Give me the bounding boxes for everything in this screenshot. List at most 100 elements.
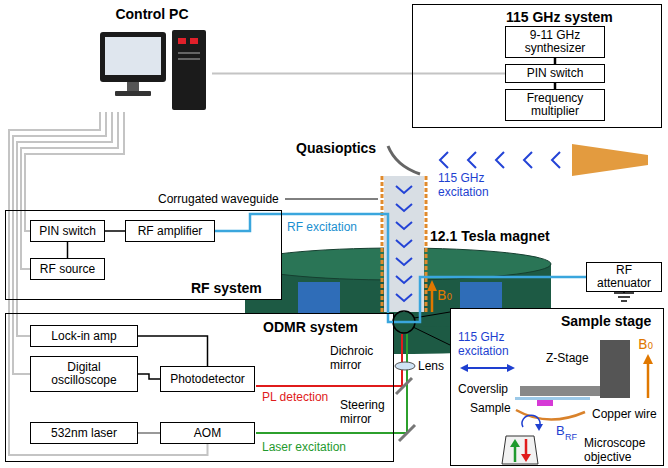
box-label: PIN switch bbox=[527, 67, 584, 80]
computer-icon bbox=[178, 38, 186, 44]
sample-stage-drawing bbox=[460, 364, 468, 372]
fiber-link bbox=[138, 432, 160, 434]
ground-symbol bbox=[614, 292, 634, 294]
control-wire bbox=[9, 112, 208, 455]
computer-icon bbox=[172, 30, 206, 110]
part-label: Coverslip bbox=[458, 382, 508, 396]
computer-icon bbox=[178, 52, 200, 54]
field-subscript: RF bbox=[565, 432, 577, 442]
sample-stage-drawing bbox=[466, 367, 509, 369]
corrugated-waveguide bbox=[384, 176, 424, 312]
corrugated-waveguide bbox=[396, 204, 412, 211]
box-label: RF source bbox=[40, 263, 95, 276]
process-box: Digital oscilloscope bbox=[30, 356, 138, 392]
process-box: RF source bbox=[30, 258, 105, 280]
field-label: B₀ bbox=[437, 287, 452, 304]
box-label: Lock-in amp bbox=[51, 330, 116, 343]
computer-icon bbox=[115, 91, 151, 96]
part-label: Sample bbox=[470, 401, 511, 415]
quasioptics bbox=[440, 152, 448, 168]
group-title: RF system bbox=[191, 280, 262, 297]
field-arrow bbox=[427, 280, 437, 291]
corrugated-waveguide bbox=[396, 258, 412, 265]
box-label: Photodetector bbox=[170, 373, 245, 386]
computer-icon bbox=[100, 32, 166, 82]
signal-wire bbox=[105, 230, 125, 232]
sample-stage-drawing bbox=[521, 454, 531, 462]
sample-stage-drawing bbox=[537, 400, 553, 406]
process-box: Photodetector bbox=[160, 366, 255, 392]
optical-path bbox=[399, 425, 415, 441]
sample-stage-drawing bbox=[525, 439, 528, 455]
sample-stage-drawing bbox=[510, 439, 520, 447]
signal-wire bbox=[138, 336, 208, 366]
section-label: Quasioptics bbox=[296, 140, 376, 157]
optical-path bbox=[396, 378, 412, 394]
box-label: Digital oscilloscope bbox=[34, 361, 134, 387]
group-title: 115 GHz system bbox=[506, 9, 613, 26]
sample-stage-drawing bbox=[515, 397, 590, 400]
corrugated-waveguide bbox=[396, 276, 412, 283]
leader-line bbox=[285, 199, 378, 200]
optical-path bbox=[395, 362, 415, 370]
panel-ground bbox=[412, 4, 662, 128]
part-label: Dichroic mirror bbox=[330, 344, 382, 372]
beam-label: 115 GHz excitation bbox=[438, 171, 502, 199]
process-box: AOM bbox=[160, 422, 255, 444]
sample-stage-drawing bbox=[514, 446, 517, 462]
control-wire bbox=[17, 112, 112, 336]
part-label: Z-Stage bbox=[546, 351, 589, 365]
box-label: AOM bbox=[194, 427, 221, 440]
signal-wire bbox=[138, 374, 160, 379]
box-label: PIN switch bbox=[39, 225, 96, 238]
quasioptics bbox=[388, 144, 648, 176]
panel-ground bbox=[450, 308, 664, 466]
beam-label: PL detection bbox=[262, 390, 328, 404]
edge-label: RF excitation bbox=[287, 220, 357, 234]
computer-icon bbox=[105, 37, 161, 75]
corrugated-waveguide bbox=[396, 222, 412, 229]
corrugated-waveguide bbox=[381, 176, 384, 312]
quasioptics bbox=[496, 152, 504, 168]
leader-line bbox=[285, 199, 378, 200]
box-label: 9-11 GHz synthesizer bbox=[509, 29, 601, 55]
quasioptics bbox=[524, 152, 532, 168]
part-label: Microscope objective bbox=[584, 436, 654, 464]
beam-label: Laser excitation bbox=[262, 440, 346, 454]
box-label: RF attenuator bbox=[590, 264, 658, 290]
ground-symbol bbox=[618, 296, 630, 298]
field-label: B₀ bbox=[638, 336, 653, 353]
ground-symbol bbox=[621, 300, 627, 302]
system-box: 115 GHz system 9-11 GHz synthesizerPIN sw… bbox=[412, 4, 662, 128]
computer-icon bbox=[127, 82, 139, 91]
sample-stage-drawing bbox=[507, 364, 515, 372]
quasioptics bbox=[388, 146, 420, 174]
group-title: Sample stage bbox=[561, 313, 651, 330]
sample-stage-drawing bbox=[643, 354, 653, 364]
quasioptics bbox=[552, 152, 560, 168]
corrugated-waveguide bbox=[396, 294, 412, 301]
sample-stage-drawing bbox=[600, 340, 630, 398]
panel-ground bbox=[5, 4, 664, 466]
corrugated-waveguide bbox=[425, 176, 428, 312]
system-box: RF system PIN switch RF amplifier RF source bbox=[5, 210, 282, 300]
computer-node: Control PC bbox=[92, 6, 212, 112]
box-label: Frequency multiplier bbox=[509, 92, 601, 118]
zoom-marker bbox=[413, 327, 450, 345]
sample-stage-drawing bbox=[520, 386, 600, 396]
box-label: 532nm laser bbox=[51, 427, 117, 440]
corrugated-waveguide bbox=[396, 240, 412, 247]
section-label: 12.1 Tesla magnet bbox=[430, 228, 550, 245]
sample-stage-drawing bbox=[502, 436, 538, 464]
box-label: RF amplifier bbox=[138, 225, 203, 238]
process-box: 9-11 GHz synthesizer bbox=[505, 26, 605, 58]
system-box: ODMR systemLock-in ampDigital oscillosco… bbox=[5, 313, 394, 462]
control-wire bbox=[212, 73, 505, 75]
quasioptics bbox=[468, 152, 476, 168]
sample-stage-drawing bbox=[460, 340, 653, 464]
optical-path bbox=[256, 334, 415, 441]
corrugated-waveguide bbox=[396, 186, 412, 301]
part-label: Lens bbox=[418, 359, 444, 373]
panel-ground bbox=[5, 313, 394, 462]
